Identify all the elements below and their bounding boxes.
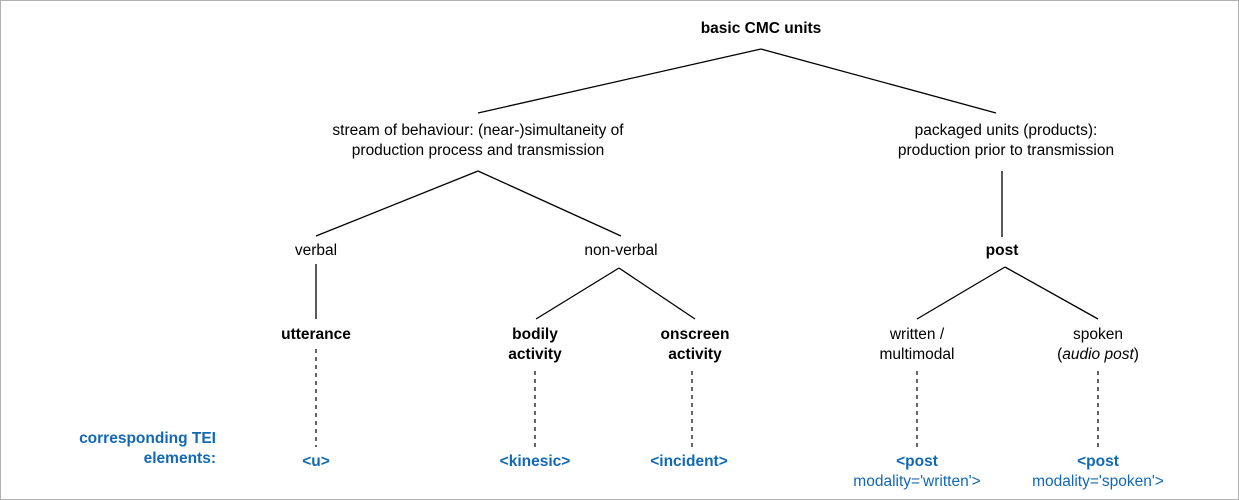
node-onscreen-activity: onscreen activity	[661, 325, 730, 365]
node-onscreen-activity-line2: activity	[668, 346, 722, 363]
node-written-multimodal-line1: written /	[889, 326, 945, 343]
tei-element-post-spoken-tag: <post	[1077, 453, 1119, 470]
tei-element-kinesic-tag: <kinesic>	[499, 453, 571, 470]
node-utterance-label: utterance	[281, 326, 351, 343]
node-spoken-paren-open: (	[1057, 346, 1063, 363]
node-stream-of-behaviour-line1: stream of behaviour: (near-)simultaneity…	[332, 122, 624, 139]
tei-caption-line1: corresponding TEI	[79, 430, 216, 447]
node-spoken-paren-close: )	[1133, 346, 1139, 363]
tei-caption: corresponding TEI elements:	[11, 429, 216, 469]
node-non-verbal: non-verbal	[584, 241, 657, 261]
edge-stream-to-verbal	[315, 170, 479, 237]
node-verbal-label: verbal	[294, 242, 338, 259]
tei-element-post-written-tag: <post	[896, 453, 938, 470]
edge-stream-to-nonverbal	[477, 170, 622, 237]
edge-post-to-spoken	[1004, 266, 1099, 320]
node-non-verbal-label: non-verbal	[584, 242, 658, 259]
tei-caption-line2: elements:	[143, 450, 216, 467]
node-bodily-activity-line2: activity	[508, 346, 562, 363]
node-bodily-activity-line1: bodily	[512, 326, 558, 343]
edge-root-to-stream	[477, 48, 762, 114]
node-written-multimodal-line2: multimodal	[879, 346, 955, 363]
edge-post-to-written	[916, 266, 1006, 320]
tei-element-post-spoken-attr: modality='spoken'>	[1032, 473, 1164, 490]
node-spoken-audio-post-italic: audio post	[1062, 346, 1134, 363]
tei-element-kinesic: <kinesic>	[500, 452, 571, 472]
node-spoken-audio-post: spoken (audio post)	[1057, 325, 1139, 365]
node-packaged-units-line2: production prior to transmission	[897, 142, 1115, 159]
tei-element-post-spoken: <post modality='spoken'>	[1032, 452, 1164, 492]
node-post: post	[986, 241, 1019, 261]
node-packaged-units: packaged units (products): production pr…	[898, 121, 1114, 161]
node-written-multimodal: written / multimodal	[880, 325, 955, 365]
tei-element-post-written: <post modality='written'>	[853, 452, 980, 492]
node-utterance: utterance	[281, 325, 351, 345]
node-basic-cmc-units: basic CMC units	[701, 19, 822, 39]
tei-element-u: <u>	[302, 452, 330, 472]
node-verbal: verbal	[295, 241, 337, 261]
tei-element-u-tag: <u>	[302, 453, 330, 470]
tei-element-incident-tag: <incident>	[650, 453, 728, 470]
node-stream-of-behaviour-line2: production process and transmission	[351, 142, 605, 159]
node-stream-of-behaviour: stream of behaviour: (near-)simultaneity…	[332, 121, 623, 161]
node-packaged-units-line1: packaged units (products):	[914, 122, 1098, 139]
edge-nonverbal-to-bodily	[535, 267, 620, 320]
node-bodily-activity: bodily activity	[508, 325, 561, 365]
edge-root-to-packaged	[760, 48, 997, 114]
tei-element-incident: <incident>	[650, 452, 728, 472]
node-onscreen-activity-line1: onscreen	[660, 326, 730, 343]
node-basic-cmc-units-label: basic CMC units	[700, 20, 822, 37]
tei-element-post-written-attr: modality='written'>	[853, 473, 981, 490]
edge-nonverbal-to-onscreen	[618, 267, 696, 320]
node-post-label: post	[985, 242, 1019, 259]
node-spoken-audio-post-line1: spoken	[1073, 326, 1123, 343]
node-spoken-audio-post-line2: (audio post)	[1057, 345, 1139, 365]
